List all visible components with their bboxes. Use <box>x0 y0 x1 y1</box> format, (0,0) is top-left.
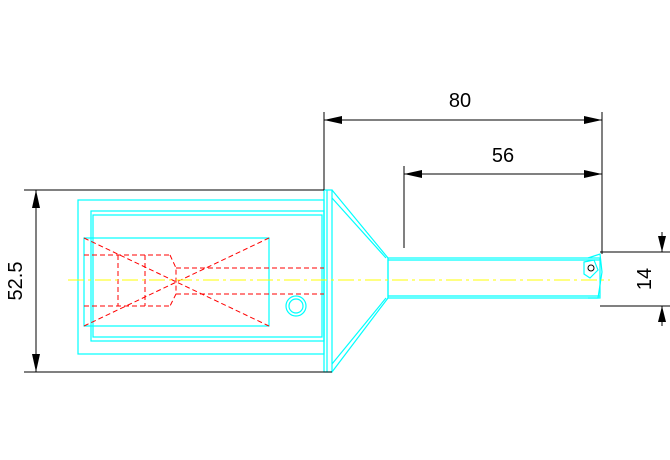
tool-outline <box>77 189 603 373</box>
taper-cone <box>331 189 389 373</box>
recess-inner-frame <box>92 214 323 338</box>
dimension-arrows <box>32 116 666 372</box>
dim-shank-diameter: 14 <box>634 268 656 290</box>
shank <box>387 257 601 299</box>
flange <box>323 189 333 373</box>
insert-detail <box>587 264 595 272</box>
dim-total-length: 80 <box>449 90 471 112</box>
dim-shank-length: 56 <box>492 145 514 167</box>
body-outline <box>77 199 325 355</box>
cutting-tip <box>587 253 603 299</box>
dim-body-height: 52.5 <box>5 262 27 301</box>
inner-window <box>83 237 270 327</box>
body-recess <box>90 210 325 342</box>
hidden-lines <box>83 237 324 327</box>
side-hole <box>285 295 307 317</box>
dimension-lines <box>24 112 670 373</box>
